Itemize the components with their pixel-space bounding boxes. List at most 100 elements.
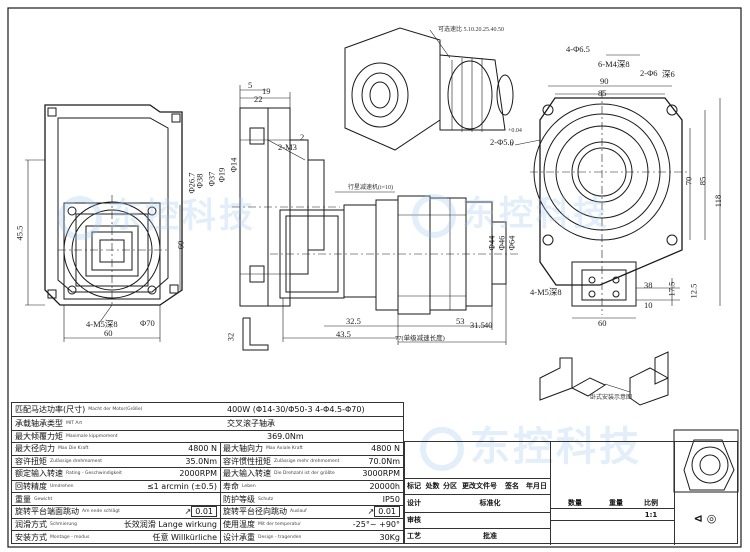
- dim-label: 2-Φ5.0: [490, 137, 514, 147]
- spec-value: 0.01: [191, 506, 217, 518]
- title-block-label: 标准化: [479, 499, 501, 507]
- spec-value: 长效润滑 Lange wirkung: [123, 519, 217, 529]
- dim-label: 6-M4深8: [598, 59, 630, 69]
- spec-value: ≤1 arcmin (±0.5): [146, 482, 217, 492]
- dim-label: 22: [254, 94, 263, 104]
- spec-value: -25°~ +90°: [352, 519, 400, 529]
- title-block-label: 批准: [483, 532, 497, 540]
- spec-sublabel: MIT Art: [66, 421, 83, 426]
- spec-label: 最大轴向力: [223, 444, 263, 454]
- dim-label: 4-M5深8: [530, 287, 562, 297]
- spec-value: 369.0Nm: [267, 432, 304, 441]
- spec-label: 旋转平台端面跳动: [15, 507, 79, 517]
- dim-label: 32: [225, 332, 236, 342]
- spec-sublabel: Max Die Kraft: [58, 446, 89, 452]
- dim-label: 12.5: [688, 283, 699, 299]
- title-block-header: 重量: [609, 498, 623, 507]
- title-block-header: 比例: [644, 498, 658, 507]
- dim-label: 2-M3: [278, 142, 297, 152]
- runout-icon: ↗: [367, 507, 375, 517]
- dim-label: 85: [697, 176, 708, 186]
- dim-label: 77(单级减速长度): [395, 335, 445, 342]
- dim-label: 5: [248, 80, 253, 90]
- dim-label: 60: [104, 328, 113, 338]
- title-block-label: 设计: [407, 499, 421, 507]
- spec-value: 35.0Nm: [185, 456, 217, 466]
- title-block-header: 更改文件号: [462, 482, 497, 490]
- spec-label: 润滑方式: [15, 519, 47, 529]
- title-block-header: 分区: [443, 482, 457, 490]
- spec-label: 匹配马达功率(尺寸): [15, 405, 86, 414]
- dim-label: Φ46: [496, 235, 507, 251]
- spec-sublabel: Montage - modus: [50, 534, 90, 540]
- right-view: [514, 54, 721, 319]
- spec-sublabel: Maximale kippmoment: [66, 434, 118, 439]
- scale-value: 1:1: [644, 510, 658, 519]
- spec-label: 旋转平台径向跳动: [223, 507, 287, 517]
- dim-label: 43.5: [336, 329, 351, 339]
- spec-sublabel: Schmierung: [50, 521, 77, 527]
- spec-sublabel: Am ende schlägt: [82, 509, 120, 515]
- spec-label: 额定输入转速: [15, 469, 63, 479]
- spec-value: 3000RPM: [362, 469, 400, 479]
- title-block-header: 签名: [505, 482, 519, 490]
- dim-label: 38: [644, 280, 653, 290]
- spec-label: 安装方式: [15, 532, 47, 542]
- title-block-label: 工艺: [407, 532, 421, 540]
- drawing-frame: [7, 7, 742, 548]
- dim-label: 32.5: [346, 316, 361, 326]
- spec-sublabel: Rating - Geschwindigkeit: [66, 471, 122, 477]
- spec-table: 匹配马达功率(尺寸)Macht der Motor(Größe) 400W (Φ…: [11, 402, 404, 544]
- title-block-header: 数量: [568, 498, 582, 507]
- dim-label: 4-Φ6.5: [566, 44, 590, 54]
- runout-icon: ↗: [184, 507, 192, 517]
- spec-sublabel: Mit der temperatur: [258, 521, 301, 527]
- spec-value: IP50: [382, 494, 400, 504]
- note-label: 卧式安装示意图: [590, 395, 633, 401]
- dim-label: 53: [456, 316, 465, 326]
- spec-value: 400W (Φ14-30/Φ50-3 4-Φ4.5-Φ70): [227, 405, 365, 414]
- title-block-header: 处数: [425, 482, 440, 490]
- note-label: +0.04: [508, 128, 522, 134]
- spec-label: 容许扭矩: [15, 456, 47, 466]
- dim-label: 40: [484, 320, 493, 330]
- dim-label: 118: [713, 194, 724, 208]
- spec-sublabel: Zulässige mehr drehmoment: [274, 458, 340, 464]
- spec-value: 2000RPM: [179, 469, 217, 479]
- spec-label: 容许惯性扭矩: [223, 456, 271, 466]
- dim-label: 深6: [662, 69, 675, 79]
- spec-label: 承载轴承类型: [15, 419, 63, 428]
- spec-value: 20000h: [369, 482, 400, 492]
- dim-label: 85: [598, 88, 607, 98]
- title-block-header: 年月日: [526, 482, 547, 490]
- spec-label: 使用温度: [223, 519, 255, 529]
- spec-value: 70.0Nm: [368, 456, 400, 466]
- spec-divider: [220, 443, 221, 544]
- dim-label: Φ38: [194, 173, 205, 189]
- dim-label: Φ44: [486, 235, 497, 251]
- dim-label: Φ14: [228, 157, 239, 173]
- spec-value: 30Kg: [379, 532, 400, 542]
- dim-label: 19: [262, 86, 271, 96]
- dim-label: 31.5: [470, 320, 485, 330]
- spec-label: 设计承重: [223, 532, 255, 542]
- note-label: 行星减速机(i=10): [348, 185, 394, 191]
- spec-sublabel: Gewicht: [34, 496, 53, 502]
- spec-label: 防护等级: [223, 494, 255, 504]
- projection-symbol-icon: ⊲ ◎: [693, 511, 717, 525]
- title-block-header: 标记: [407, 482, 421, 490]
- spec-sublabel: Auslauf: [290, 509, 307, 515]
- spec-label: 最大径向力: [15, 444, 55, 454]
- spec-sublabel: Die Drehzahl ist der größte: [274, 471, 335, 477]
- dim-label: 4-M5深8: [86, 319, 118, 329]
